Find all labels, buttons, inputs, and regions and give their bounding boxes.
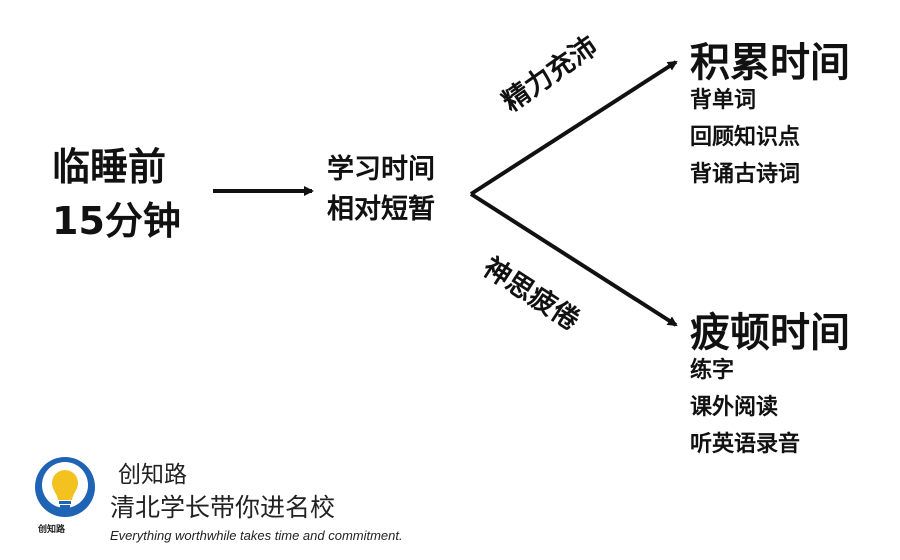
middle-node: 学习时间 相对短暂 (327, 150, 435, 230)
upper-list-item: 背单词 (690, 88, 757, 113)
upper-outcome-title: 积累时间 (690, 40, 850, 86)
slogan-english: Everything worthwhile takes time and com… (110, 528, 403, 543)
lower-branch-arrow (469, 192, 678, 327)
upper-branch-arrow (469, 60, 678, 196)
lower-list-item: 课外阅读 (690, 395, 779, 420)
lower-list-item: 听英语录音 (690, 432, 801, 457)
start-line-2: 15分钟 (52, 199, 181, 243)
upper-list-item: 回顾知识点 (690, 125, 801, 150)
upper-list-item: 背诵古诗词 (690, 162, 801, 187)
start-node: 临睡前 15分钟 (52, 140, 181, 248)
logo-wordmark: 创知路 (38, 525, 66, 535)
upper-outcome-list: 背单词 回顾知识点 背诵古诗词 (690, 82, 800, 193)
lower-outcome-title: 疲顿时间 (690, 310, 850, 356)
slogan-chinese: 清北学长带你进名校 (110, 493, 336, 522)
start-line-1: 临睡前 (52, 145, 167, 189)
lightbulb-logo-icon (35, 457, 95, 517)
lower-list-item: 练字 (690, 358, 735, 383)
middle-line-1: 学习时间 (327, 154, 435, 185)
brand-name: 创知路 (118, 462, 187, 488)
middle-line-2: 相对短暂 (327, 194, 435, 225)
lower-outcome-list: 练字 课外阅读 听英语录音 (690, 352, 800, 463)
